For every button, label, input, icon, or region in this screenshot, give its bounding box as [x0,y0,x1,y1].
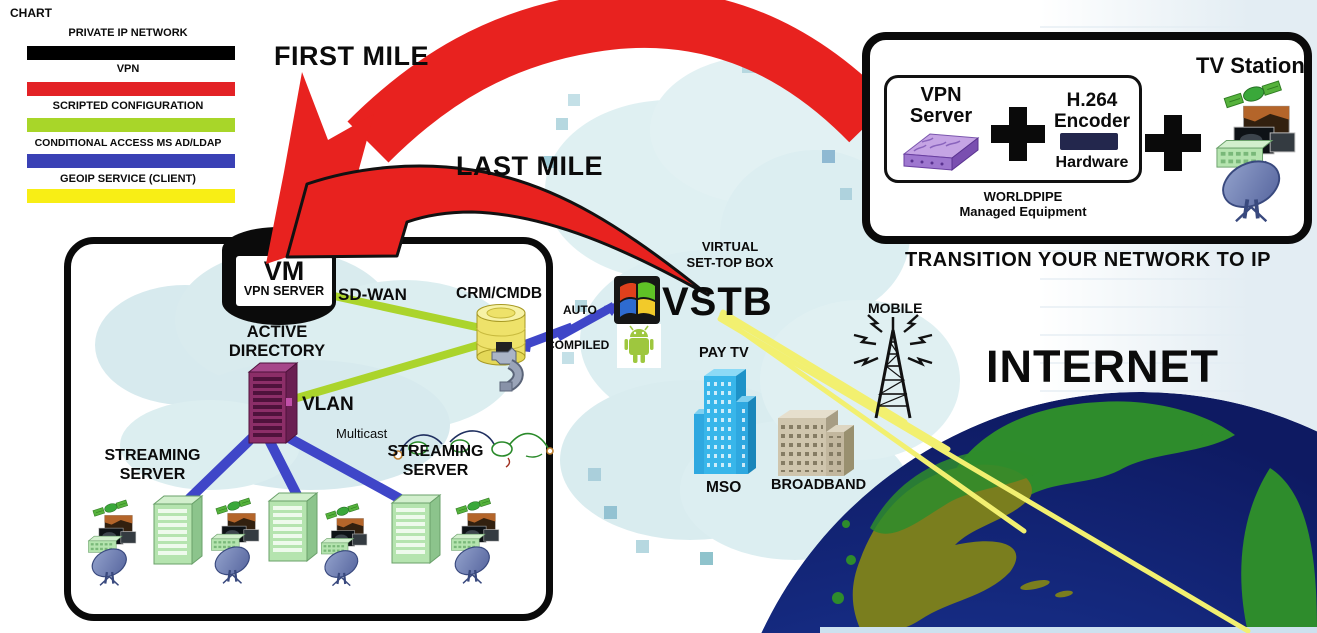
last-mile-label: LAST MILE [456,151,603,181]
virtual-stb-label-line1: VIRTUAL [701,239,759,254]
streaming-server-label: STREAMING SERVER [387,443,484,480]
vstb-label: VSTB [662,280,773,324]
pay-tv-label: PAY TV [699,345,749,361]
legend-swatch-blue [27,154,235,168]
multicast-doodle [393,430,554,468]
brand-sub-label: Managed Equipment [959,204,1087,219]
broadband-label: BROADBAND [771,477,867,493]
sd-wan-label: SD-WAN [338,285,407,304]
active-directory-label: ACTIVE DIRECTORY [228,323,326,360]
legend-swatch-red [27,82,235,96]
legend-label: CONDITIONAL ACCESS MS AD/LDAP [34,137,222,149]
multicast-label: Multicast [336,426,388,441]
compiled-label: COMPILED [546,338,610,352]
mobile-radio-tower-icon [853,314,933,419]
hardware-label: Hardware [1055,154,1129,171]
tv-station-icon [1210,74,1298,226]
vpn-appliance-icon [902,133,980,172]
plus-icon [991,107,1045,161]
legend-label: SCRIPTED CONFIGURATION [52,100,204,112]
legend-label: VPN [116,63,140,75]
internet-label: INTERNET [986,341,1219,392]
globe-bottom-strip [820,627,1317,633]
tv-station-label: TV Station [1196,53,1305,78]
transition-caption: TRANSITION YOUR NETWORK TO IP [905,249,1271,271]
last-mile-arrow [285,164,710,297]
legend-swatch-green [27,118,235,132]
encoder-hardware-bar [1060,133,1118,150]
encoder-label: H.264 Encoder [1053,90,1131,132]
mso-label: MSO [706,479,742,496]
database-cylinder-icon [476,304,526,392]
active-directory-server [247,361,299,445]
android-logo-icon [617,324,661,368]
windows-logo-icon [614,276,660,324]
pay-tv-building [694,369,756,474]
legend-swatch-black [27,46,235,60]
equipment-vpn-server-label: VPN Server [909,84,973,127]
legend-swatch-yellow [27,189,235,203]
vlan-label: VLAN [302,394,354,415]
crm-cmdb-label: CRM/CMDB [456,285,543,302]
mobile-label: MOBILE [868,300,923,316]
legend-label: PRIVATE IP NETWORK [68,27,188,39]
auto-label: AUTO [563,303,597,317]
brand-label: WORLDPIPE [983,189,1063,204]
broadband-building [778,410,854,476]
legend-title: CHART [10,6,52,20]
first-mile-label: FIRST MILE [274,41,429,71]
vm-sub-label: VPN SERVER [243,284,325,298]
plus-icon [1145,115,1201,171]
streaming-server-label: STREAMING SERVER [104,447,201,484]
virtual-stb-label-line2: SET-TOP BOX [686,255,774,270]
legend-label: GEOIP SERVICE (CLIENT) [60,173,196,185]
